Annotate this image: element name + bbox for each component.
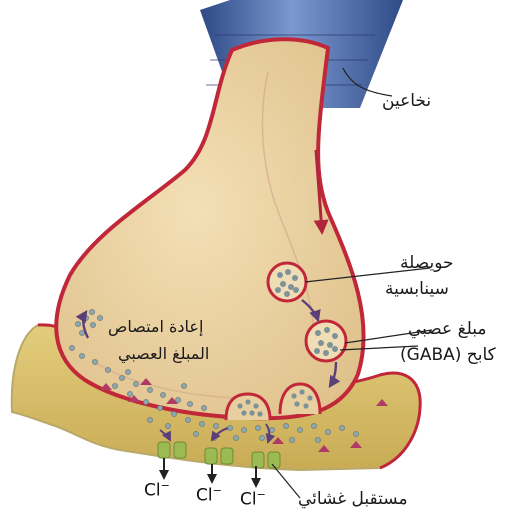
synaptic-vesicle-1 [268, 263, 306, 301]
chloride-ion-2: Cl− [196, 484, 222, 506]
synaptic-vesicle-2 [306, 321, 346, 361]
reuptake-label-line2: المبلغ العصبي [118, 345, 209, 363]
transmitter-label-line1: مبلغ عصبي [408, 320, 487, 340]
vesicle-label-line1: حويصلة [400, 254, 454, 274]
chloride-symbol: Cl [144, 481, 161, 501]
transmitter-label-line2: كابح (GABA) [400, 346, 496, 366]
chloride-charge: − [257, 488, 266, 501]
reuptake-label-line1: إعادة امتصاص [108, 318, 203, 336]
chloride-ion-3: Cl− [240, 488, 266, 510]
receptor-label: مستقبل غشائي [298, 490, 408, 510]
myelin-label: نخاعين [382, 92, 431, 112]
chloride-charge: − [161, 479, 170, 492]
chloride-charge: − [213, 484, 222, 497]
axon-terminal [56, 39, 363, 418]
chloride-symbol: Cl [240, 490, 257, 510]
vesicle-label-line2: سينابسية [385, 280, 449, 300]
chloride-ion-1: Cl− [144, 479, 170, 501]
chloride-symbol: Cl [196, 486, 213, 506]
